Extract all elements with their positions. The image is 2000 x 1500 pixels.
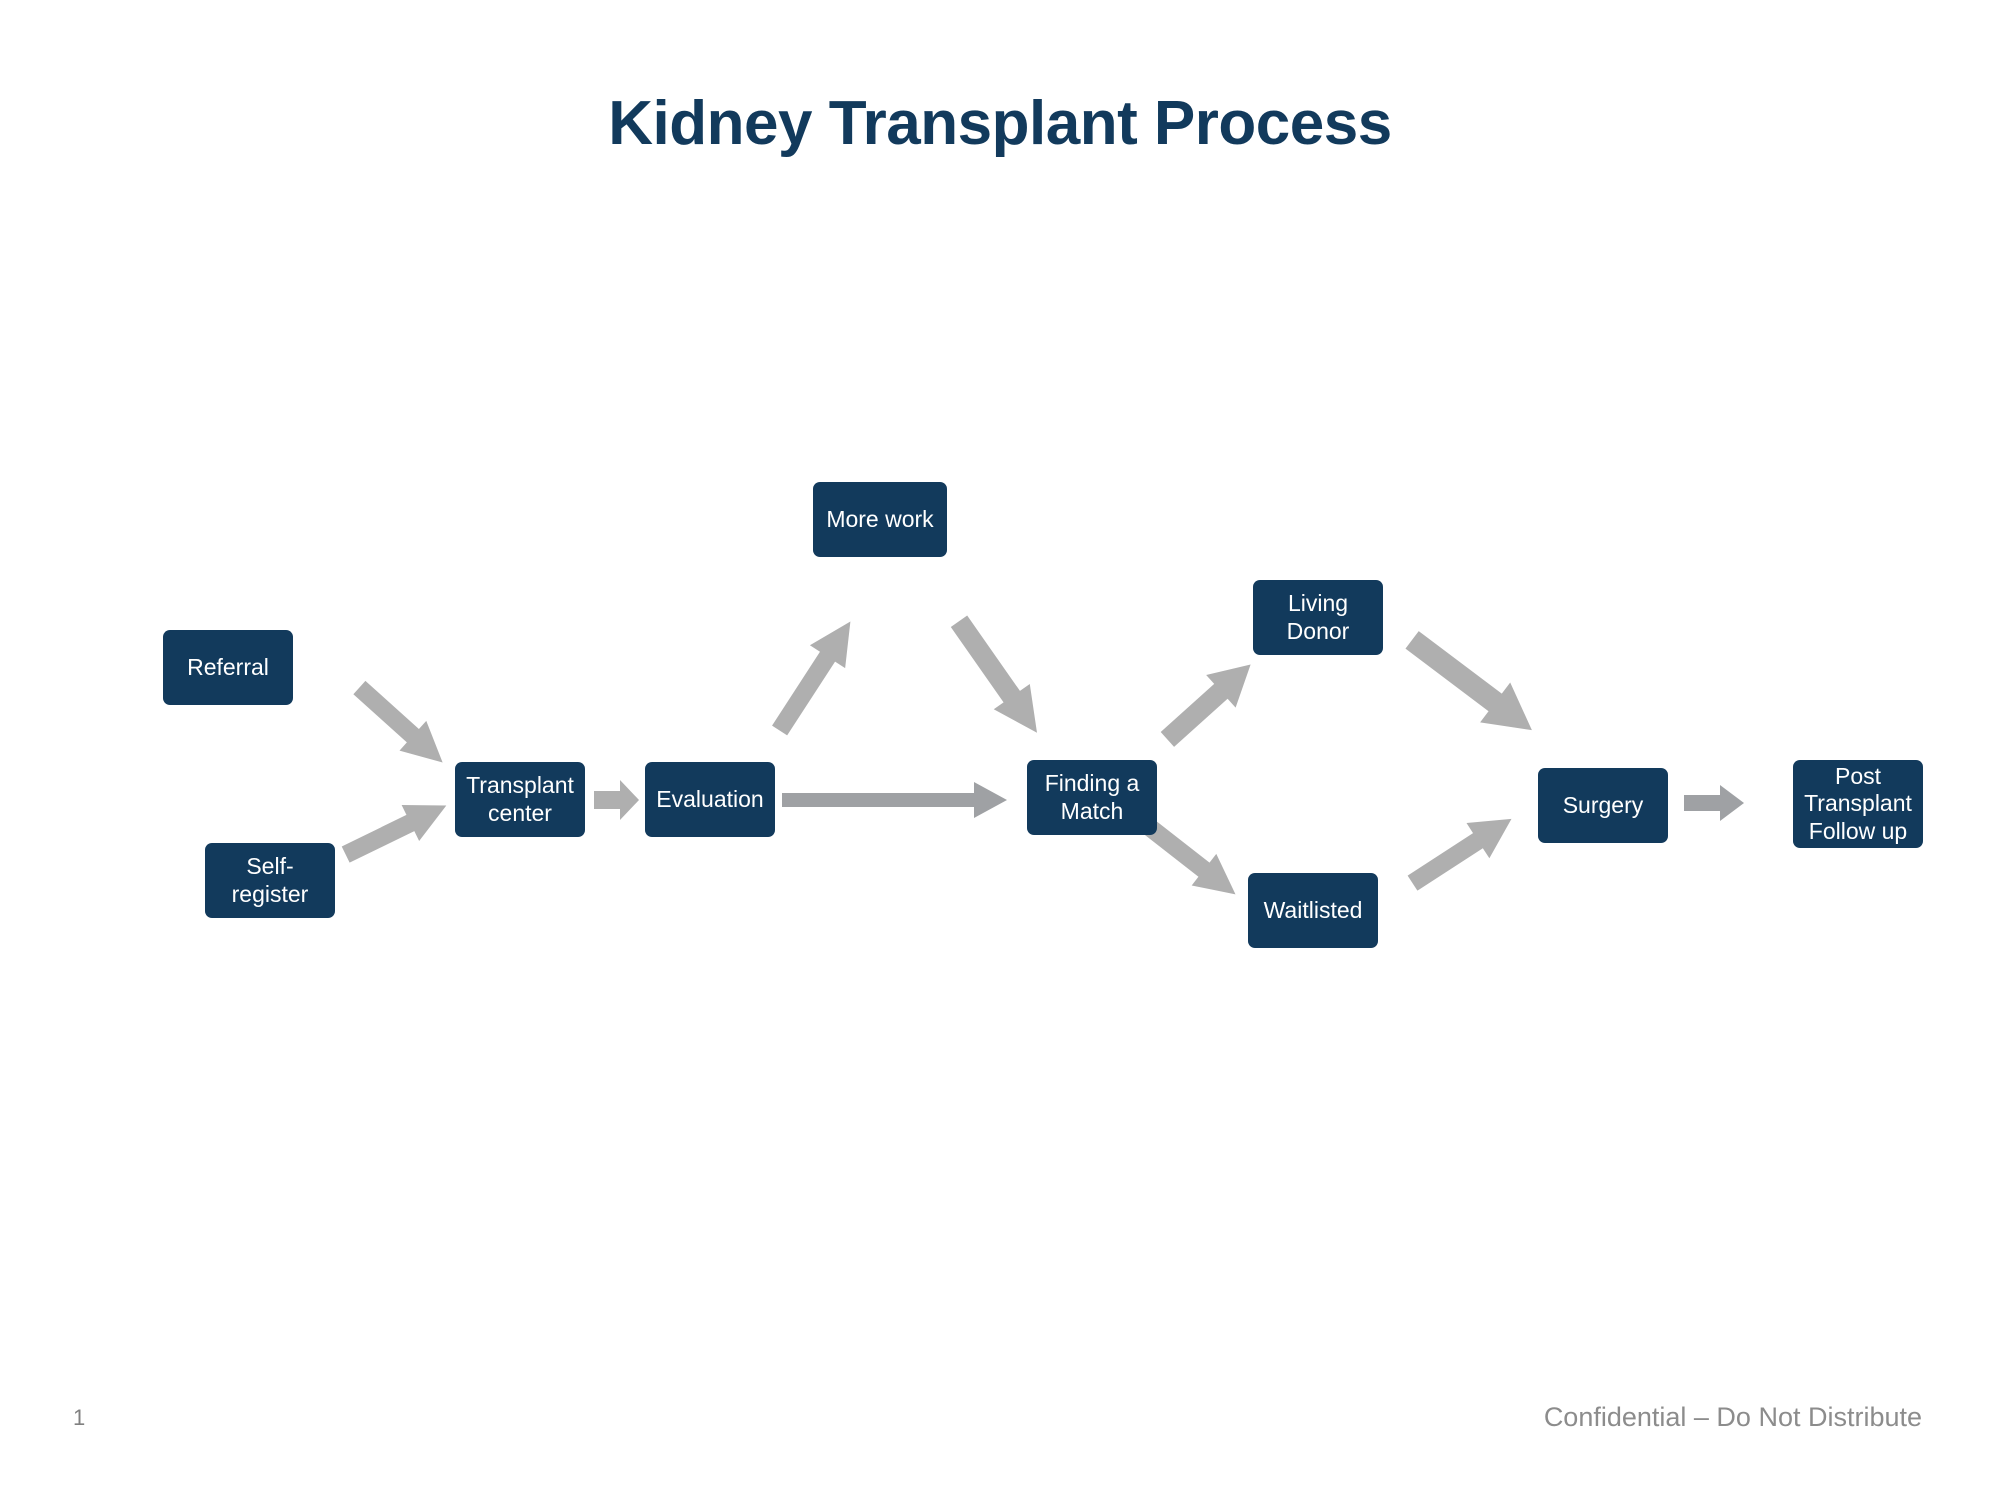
arrow-self-register-to-transplant-center [337,787,455,872]
page-number: 1 [73,1405,86,1430]
node-self-register[interactable]: Self- register [205,843,335,918]
page-title: Kidney Transplant Process [608,89,1392,158]
node-evaluation[interactable]: Evaluation [645,762,775,837]
node-waitlisted-label: Waitlisted [1263,896,1363,923]
node-waitlisted[interactable]: Waitlisted [1248,873,1378,948]
arrow-waitlisted-to-surgery [1401,801,1523,900]
node-surgery[interactable]: Surgery [1538,768,1668,843]
node-surgery-label: Surgery [1562,791,1644,818]
arrow-finding-match-to-living-donor [1153,648,1266,756]
node-post-transplant-follow-up-label: Post Transplant Follow up [1804,763,1912,844]
node-referral-label: Referral [187,653,269,680]
node-evaluation-label: Evaluation [656,785,764,812]
arrow-finding-match-to-waitlisted [1130,806,1248,910]
arrow-more-work-to-finding-match [941,609,1055,746]
footer-confidentiality-note: Confidential – Do Not Distribute [1543,1402,1922,1432]
node-living-donor-label: Living Donor [1286,590,1350,644]
node-referral[interactable]: Referral [163,630,293,705]
node-finding-match-label: Finding a Match [1044,770,1140,824]
arrow-surgery-to-post-transplant-follow-up [1684,785,1744,821]
arrow-evaluation-to-finding-match [782,782,1007,818]
node-finding-match[interactable]: Finding a Match [1027,760,1157,835]
arrow-referral-to-transplant-center [346,673,456,778]
node-transplant-center-label: Transplant center [466,772,574,826]
node-more-work[interactable]: More work [813,482,947,557]
node-more-work-label: More work [826,505,934,532]
node-self-register-label: Self- register [231,853,309,907]
arrow-transplant-center-to-evaluation [594,780,639,820]
arrow-evaluation-to-more-work [762,610,868,742]
node-transplant-center[interactable]: Transplant center [455,762,585,837]
node-post-transplant-follow-up[interactable]: Post Transplant Follow up [1793,760,1923,848]
arrow-living-donor-to-surgery [1397,620,1547,750]
node-living-donor[interactable]: Living Donor [1253,580,1383,655]
